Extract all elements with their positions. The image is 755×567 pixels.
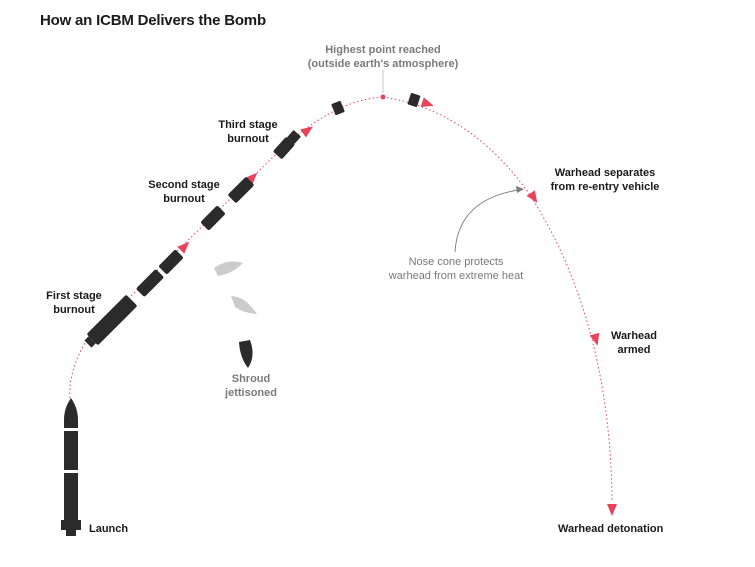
first-stage-body	[87, 295, 137, 345]
third-stage-label-line2: burnout	[227, 133, 269, 145]
highest-point-label-line1: Highest point reached	[325, 44, 441, 56]
shroud-piece-bottom	[239, 340, 253, 368]
warhead-separates-label-line2: from re-entry vehicle	[550, 181, 660, 193]
first-stage-rocket	[84, 295, 137, 348]
arrow-head-1	[177, 241, 190, 254]
third-stage-rocket	[201, 177, 254, 230]
launch-rocket	[61, 398, 81, 536]
shroud-label-line2: jettisoned	[225, 387, 277, 399]
nose-cone-label: Nose cone protects warhead from extreme …	[375, 255, 537, 283]
trajectory-descent	[382, 96, 613, 501]
second-stage-label: Second stage burnout	[138, 178, 230, 206]
shroud-label: Shroud jettisoned	[214, 372, 288, 400]
third-stage-piece-2	[228, 177, 254, 203]
upper-stage-piece-2	[287, 130, 301, 144]
launch-rocket-body	[64, 398, 78, 528]
second-stage-label-line2: burnout	[163, 193, 205, 205]
arrow-head-4	[420, 97, 434, 107]
arrow-head-6	[589, 332, 600, 346]
third-stage-label: Third stage burnout	[208, 118, 288, 146]
launch-rocket-nozzle	[66, 530, 76, 536]
post-boost-vehicle	[331, 93, 421, 116]
nose-cone-label-line1: Nose cone protects	[408, 256, 504, 268]
arrow-head-7	[607, 504, 617, 516]
first-stage-label: First stage burnout	[38, 289, 110, 317]
third-stage-piece-1	[201, 206, 225, 230]
second-stage-piece-1	[136, 269, 164, 297]
third-stage-label-line1: Third stage	[218, 119, 278, 131]
nose-cone-leader-line	[454, 189, 519, 253]
first-stage-label-line1: First stage	[46, 290, 102, 302]
trajectory	[69, 96, 613, 501]
shroud-piece-top	[214, 261, 243, 276]
launch-rocket-band-1	[62, 428, 80, 431]
trajectory-arrows	[177, 97, 617, 516]
arrow-head-5	[526, 190, 538, 204]
launch-label: Launch	[89, 523, 129, 535]
upper-stage-rocket	[273, 130, 301, 159]
arrow-head-3	[300, 126, 313, 138]
second-stage-rocket	[136, 250, 183, 297]
upper-stage-piece-1	[273, 137, 295, 159]
post-boost-vehicle-right	[407, 93, 421, 107]
diagram-title: How an ICBM Delivers the Bomb	[40, 12, 266, 29]
highest-point-label: Highest point reached (outside earth's a…	[300, 43, 466, 71]
warhead-separates-label: Warhead separates from re-entry vehicle	[540, 166, 670, 194]
post-boost-vehicle-left	[331, 100, 345, 116]
shroud-piece-middle	[231, 296, 257, 314]
nose-cone-leader-arrow	[516, 186, 524, 193]
warhead-detonation-label: Warhead detonation	[558, 523, 664, 535]
warhead-separates-label-line1: Warhead separates	[554, 167, 656, 179]
shroud-label-line1: Shroud	[231, 373, 271, 385]
launch-rocket-base	[61, 520, 81, 530]
apex-point	[380, 94, 386, 100]
warhead-armed-label: Warhead armed	[603, 329, 665, 357]
warhead-armed-label-line2: armed	[617, 344, 651, 356]
shroud-pieces	[214, 261, 257, 368]
arrow-head-2	[245, 172, 258, 185]
second-stage-label-line1: Second stage	[148, 179, 220, 191]
first-stage-nozzle	[84, 336, 96, 348]
warhead-armed-label-line1: Warhead	[610, 330, 658, 342]
launch-rocket-band-2	[62, 470, 80, 473]
highest-point-label-line2: (outside earth's atmosphere)	[307, 58, 459, 70]
nose-cone-label-line2: warhead from extreme heat	[388, 270, 524, 282]
second-stage-piece-2	[159, 250, 183, 274]
first-stage-label-line2: burnout	[53, 304, 95, 316]
